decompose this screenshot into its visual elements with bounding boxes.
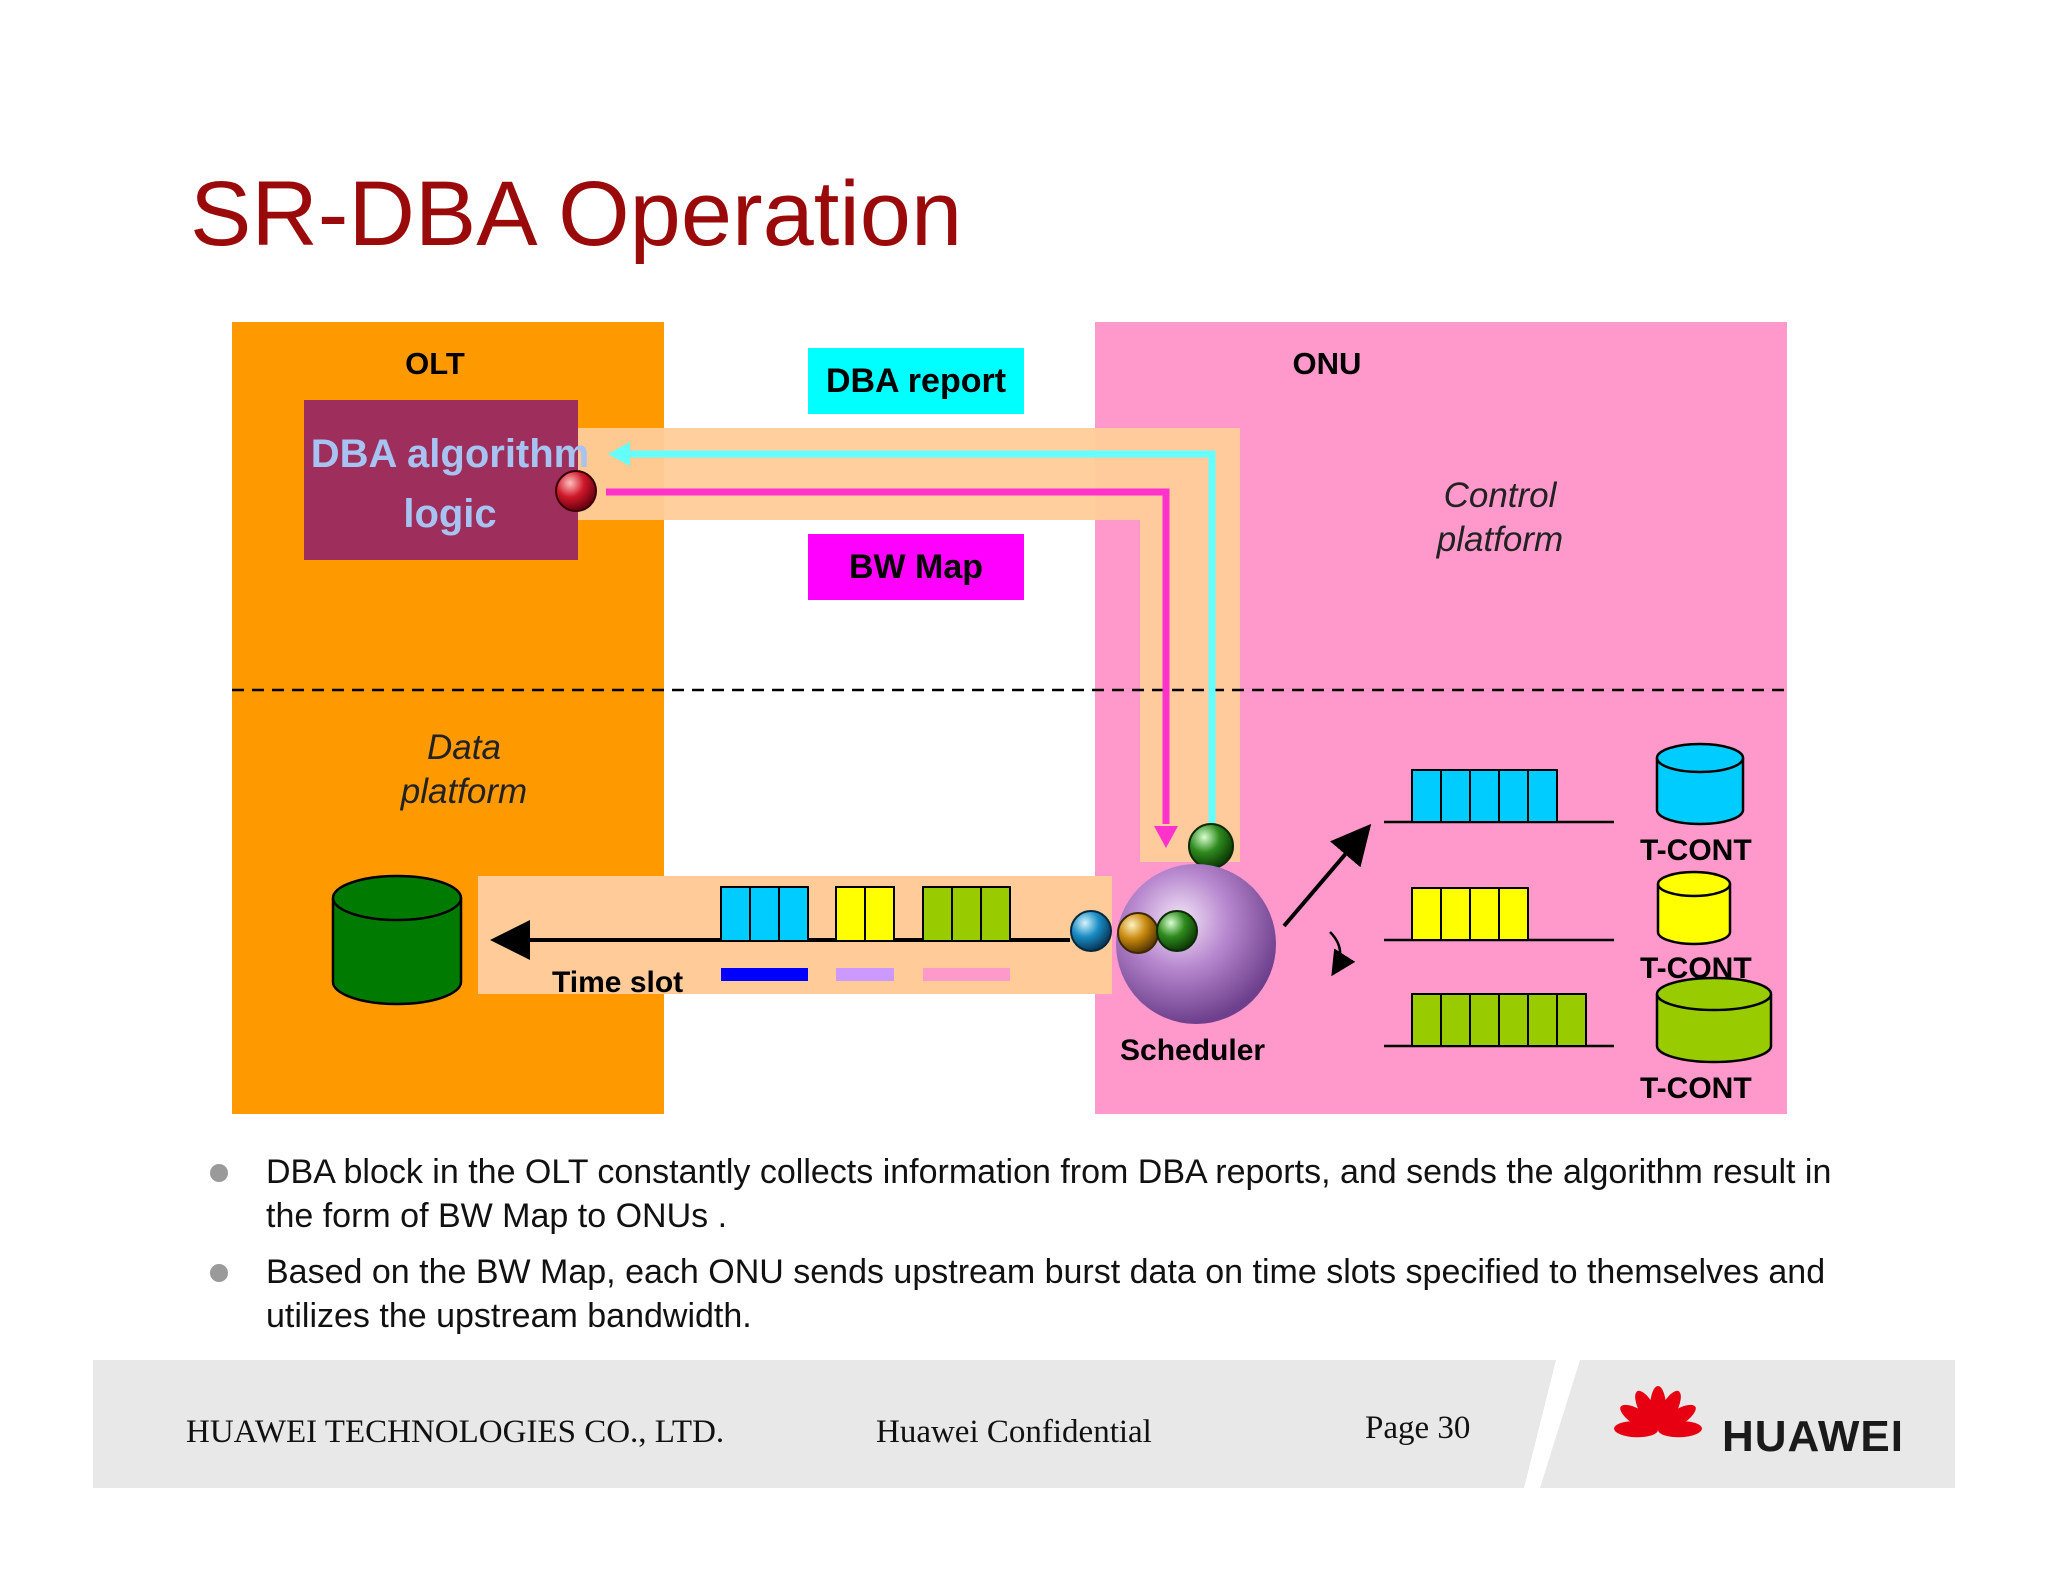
footer-brand: HUAWEI	[1722, 1412, 1904, 1461]
bullet-text: DBA block in the OLT constantly collects…	[266, 1153, 1832, 1235]
tcont-label: T-CONT	[1640, 952, 1752, 985]
time-slot-label: Time slot	[552, 966, 684, 999]
dba-logic-line2: logic	[403, 492, 497, 536]
slot-marker-pink	[923, 968, 1010, 981]
tcont-cylinder-cyan	[1655, 742, 1745, 826]
slide-title: SR-DBA Operation	[190, 163, 963, 265]
footer-company: HUAWEI TECHNOLOGIES CO., LTD.	[186, 1414, 725, 1450]
time-slot-yellow	[835, 886, 895, 942]
slot-marker-blue	[721, 968, 808, 981]
tcont-label: T-CONT	[1640, 1072, 1752, 1105]
tcont-label: T-CONT	[1640, 834, 1752, 867]
bullet-dot-icon	[210, 1164, 228, 1182]
dba-report-arrowhead	[608, 442, 630, 466]
cyan-data-ball	[1070, 910, 1112, 952]
report-ball	[1188, 823, 1234, 869]
dba-report-path	[624, 450, 1216, 826]
scheduler-label: Scheduler	[1120, 1034, 1266, 1067]
bullet-item: Based on the BW Map, each ONU sends upst…	[206, 1250, 1846, 1338]
bullet-list: DBA block in the OLT constantly collects…	[206, 1150, 1846, 1350]
time-slot-cyan	[720, 886, 809, 942]
bullet-text: Based on the BW Map, each ONU sends upst…	[266, 1253, 1826, 1335]
control-platform-label: Control platform	[1436, 476, 1564, 559]
onu-panel	[1095, 322, 1787, 1114]
footer-confidential: Huawei Confidential	[876, 1414, 1152, 1450]
queue-cyan	[1411, 769, 1558, 823]
data-platform-label: Data platform	[400, 728, 528, 811]
bullet-dot-icon	[210, 1264, 228, 1282]
olt-title: OLT	[405, 346, 465, 381]
olt-storage-cylinder	[331, 874, 463, 1006]
queue-yellow	[1411, 887, 1529, 941]
yellow-data-ball	[1117, 912, 1159, 954]
slot-marker-lilac	[836, 968, 894, 981]
tcont-cylinder-yellow	[1656, 870, 1732, 946]
bullet-item: DBA block in the OLT constantly collects…	[206, 1150, 1846, 1238]
footer-page-number: Page 30	[1365, 1410, 1471, 1446]
dba-report-tag: DBA report	[808, 348, 1024, 414]
tcont-cylinder-green	[1655, 976, 1773, 1064]
scheduler-rotate-arrow	[1329, 931, 1356, 977]
onu-title: ONU	[1292, 346, 1362, 381]
dba-logic-label: DBA algorithm logic	[290, 424, 610, 544]
queue-green	[1411, 993, 1587, 1047]
time-slot-green	[922, 886, 1011, 942]
bw-map-arrowhead	[1154, 826, 1178, 848]
dba-logic-line1: DBA algorithm	[310, 432, 590, 476]
green-data-ball	[1156, 910, 1198, 952]
scheduler-sphere	[1116, 864, 1276, 1024]
bw-map-tag: BW Map	[808, 534, 1024, 600]
huawei-logo-icon	[1614, 1386, 1702, 1438]
scheduler-output-arrow	[1282, 823, 1372, 928]
control-channel	[578, 428, 1240, 862]
